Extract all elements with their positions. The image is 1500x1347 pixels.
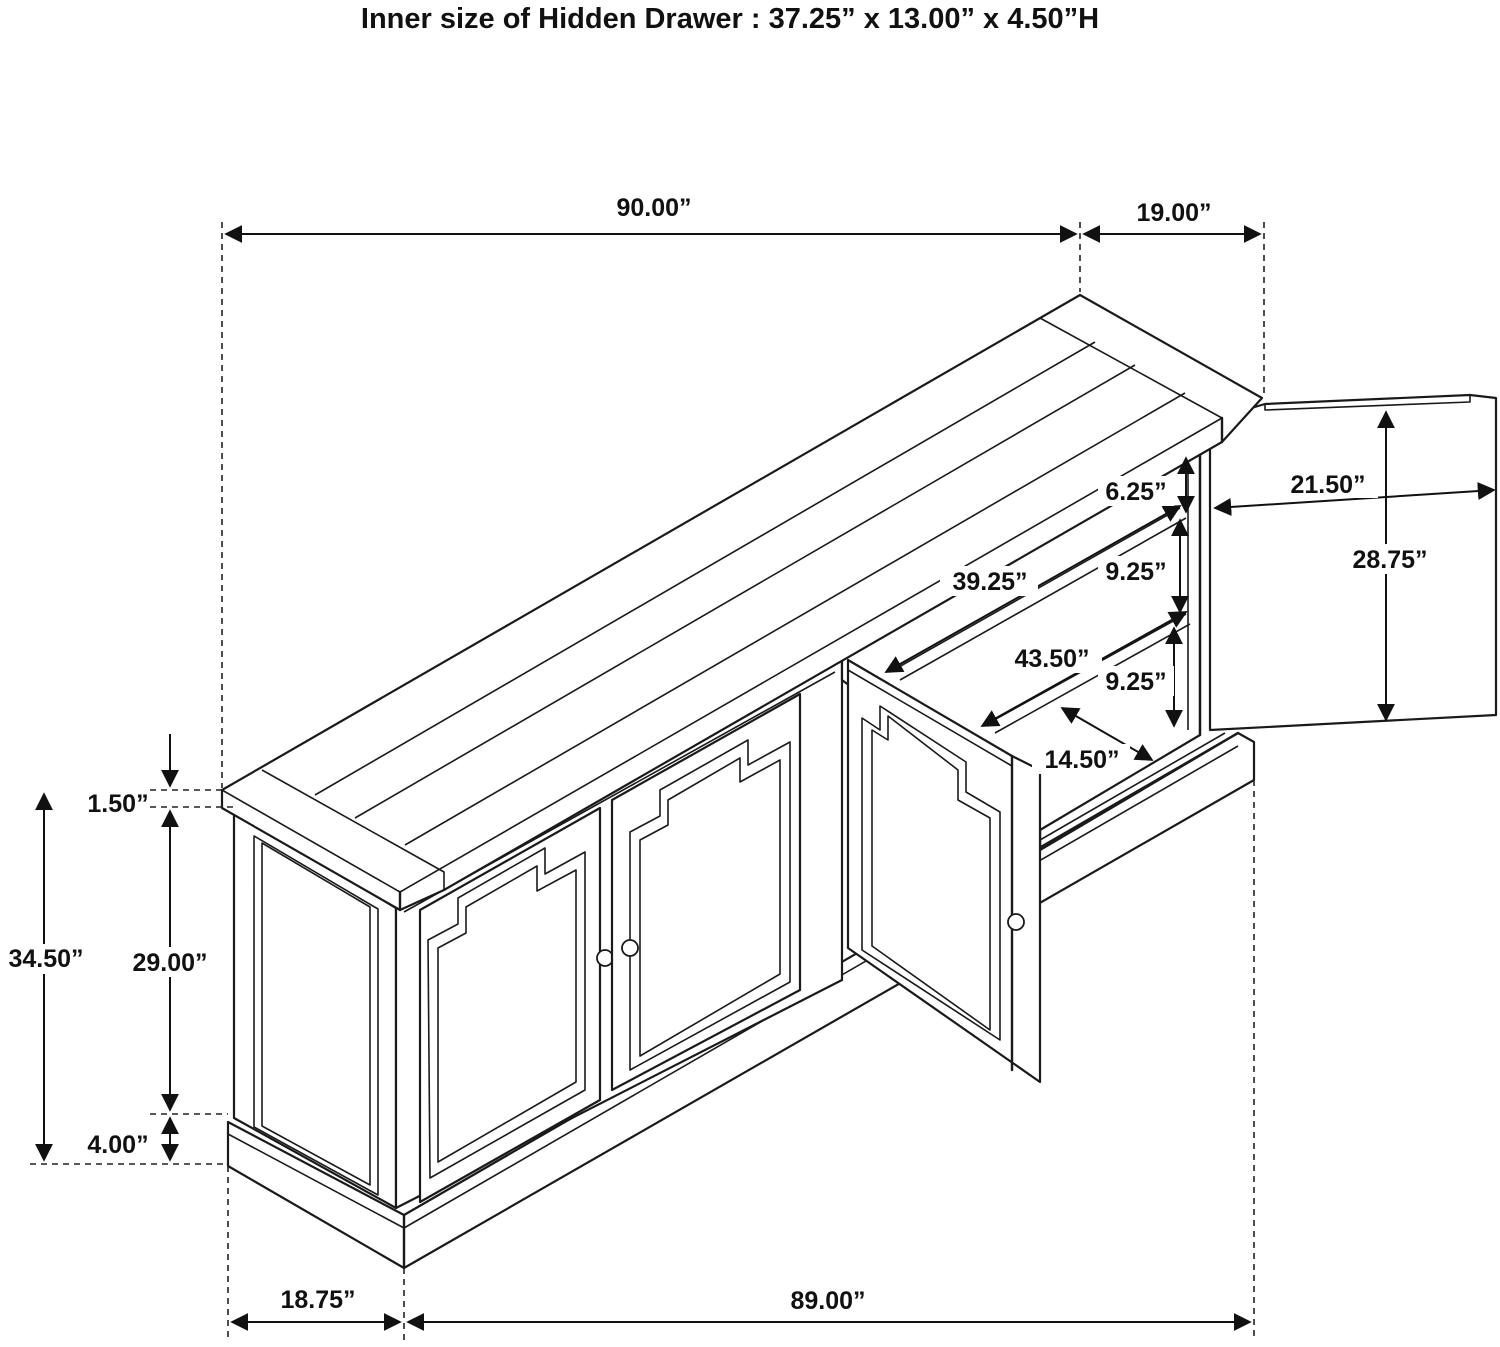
door-height-label: 28.75”: [1352, 546, 1427, 574]
diagram-title: Inner size of Hidden Drawer : 37.25” x 1…: [361, 3, 1099, 35]
shelf-width-upper-label: 39.25”: [952, 568, 1027, 596]
dimension-labels: 90.00” 19.00” 21.50” 28.75” 6.25” 9.25” …: [0, 194, 1438, 1315]
base-depth-label: 18.75”: [280, 1286, 355, 1314]
shelf-gap-middle-label: 9.25”: [1105, 558, 1166, 586]
overall-depth-label: 19.00”: [1136, 199, 1211, 227]
base-width-label: 89.00”: [790, 1287, 865, 1315]
overall-height-label: 34.50”: [8, 945, 83, 973]
cabinet-drawing: [220, 293, 1498, 1270]
base-height-label: 4.00”: [87, 1131, 148, 1159]
shelf-gap-bottom-label: 9.25”: [1105, 668, 1166, 696]
shelf-depth-label: 14.50”: [1044, 746, 1119, 774]
closed-door-left: [418, 806, 614, 1204]
top-thickness-label: 1.50”: [87, 790, 148, 818]
cabinet-top: [220, 293, 1264, 912]
body-height-label: 29.00”: [132, 949, 207, 977]
open-door-front: [846, 658, 1042, 1084]
shelf-width-lower-label: 43.50”: [1014, 645, 1089, 673]
door-width-label: 21.50”: [1290, 471, 1365, 499]
overall-width-label: 90.00”: [616, 194, 691, 222]
shelf-gap-top-label: 6.25”: [1105, 478, 1166, 506]
closed-door-center: [610, 692, 802, 1092]
dimension-lines: [30, 222, 1496, 1340]
